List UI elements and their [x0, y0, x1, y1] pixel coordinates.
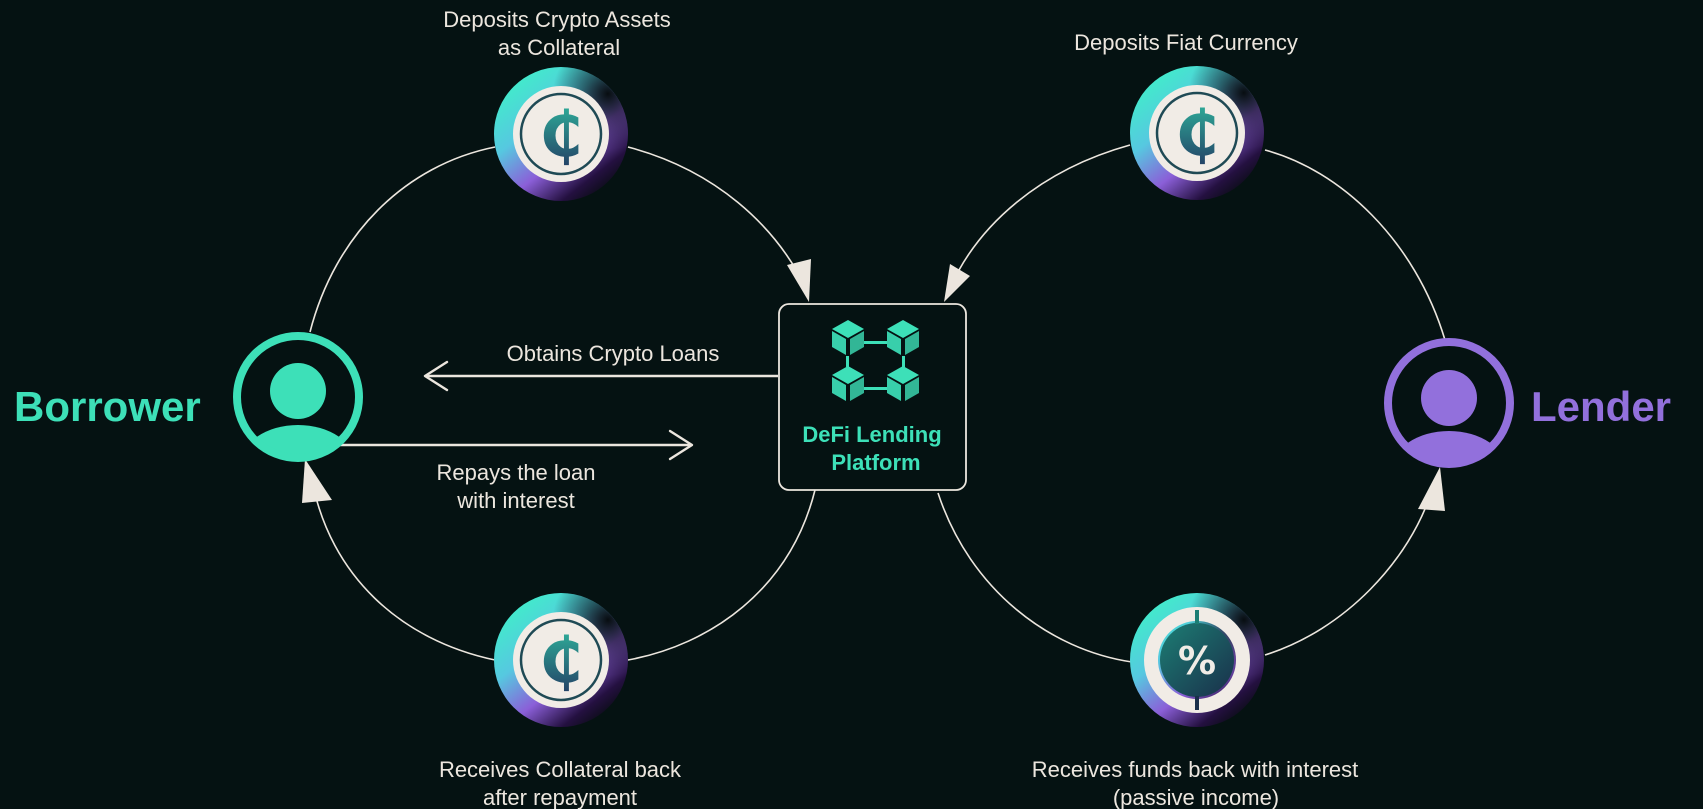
arrowhead-to-borrower	[302, 459, 332, 503]
coin-symbol: ₵	[539, 624, 582, 697]
lender-node: Lender	[1384, 338, 1671, 468]
obtain-loans-label: Obtains Crypto Loans	[507, 341, 720, 366]
lender-avatar-user-icon	[1384, 338, 1514, 468]
funds-back-label-line1: Receives funds back with interest	[1032, 757, 1359, 782]
obtain-loans-flow	[423, 360, 778, 392]
platform-box	[778, 303, 967, 491]
funds-back-label-line2: (passive income)	[1113, 785, 1279, 809]
repay-flow	[340, 429, 694, 461]
arc-lender-to-fiat	[1264, 149, 1446, 341]
repay-label-line2: with interest	[456, 488, 574, 513]
coin-symbol: ₵	[1175, 97, 1218, 170]
deposit-fiat-coin-icon: ₵	[1130, 66, 1264, 200]
coin-symbol: ₵	[539, 98, 582, 171]
platform-label-line1: DeFi Lending	[802, 422, 941, 447]
cube-bottom-left	[832, 366, 864, 401]
blockchain-cubes-icon	[832, 320, 919, 401]
arc-deposit-to-platform	[627, 146, 807, 289]
collateral-back-label-line1: Receives Collateral back	[439, 757, 682, 782]
arc-borrower-to-deposit	[309, 146, 496, 333]
repay-arrowhead	[668, 429, 694, 461]
cube-bottom-right	[887, 366, 919, 401]
deposit-fiat-label: Deposits Fiat Currency	[1074, 30, 1298, 55]
obtain-loans-arrowhead	[423, 360, 449, 392]
arc-funds-to-lender	[1264, 489, 1433, 656]
percent-symbol: %	[1178, 639, 1216, 683]
arc-platform-to-collateral	[627, 489, 816, 661]
platform-label-line2: Platform	[831, 450, 920, 475]
arrowhead-to-lender	[1418, 467, 1445, 511]
lender-label: Lender	[1531, 383, 1671, 430]
deposit-crypto-coin-icon: ₵	[494, 67, 628, 201]
defi-platform-node: DeFi Lending Platform	[778, 303, 967, 491]
deposit-crypto-label-line1: Deposits Crypto Assets	[443, 7, 670, 32]
arrowhead-to-platform-right	[944, 264, 970, 302]
arrowhead-to-platform-left	[787, 259, 811, 302]
arc-fiat-to-platform	[949, 144, 1131, 289]
borrower-label: Borrower	[14, 383, 201, 430]
borrower-cycle-arcs	[309, 146, 816, 661]
lender-cycle-arcs	[937, 144, 1446, 663]
funds-back-percent-coin-icon: %	[1130, 593, 1264, 727]
cube-top-left	[832, 320, 864, 355]
borrower-node: Borrower	[14, 332, 363, 462]
collateral-back-label-line2: after repayment	[483, 785, 637, 809]
borrower-avatar-user-icon	[233, 332, 363, 462]
cube-top-right	[887, 320, 919, 355]
arc-platform-to-funds	[937, 492, 1133, 663]
collateral-back-coin-icon: ₵	[494, 593, 628, 727]
arc-collateral-to-borrower	[311, 479, 496, 661]
deposit-crypto-label-line2: as Collateral	[498, 35, 620, 60]
repay-label-line1: Repays the loan	[437, 460, 596, 485]
